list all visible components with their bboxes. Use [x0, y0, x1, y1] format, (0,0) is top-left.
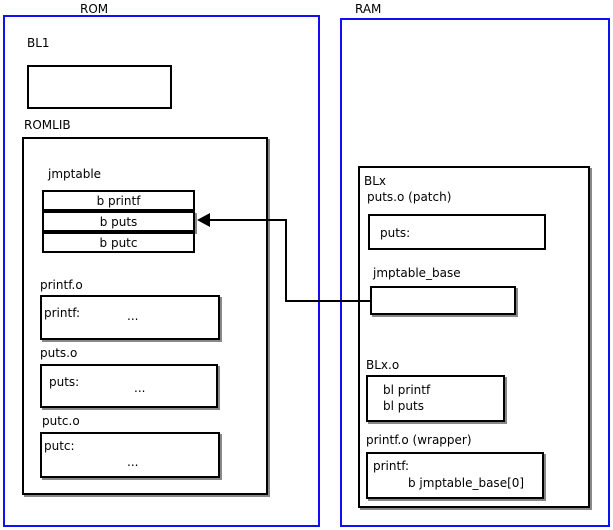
romlib-puts-o-label: puts.o [40, 346, 78, 360]
blx-label: BLx [364, 174, 387, 188]
connector-segment-top-horizontal [208, 219, 287, 221]
blx-o-box: bl printf bl puts [366, 375, 505, 422]
wrapper-symbol: printf: [373, 459, 410, 473]
romlib-printf-o-label: printf.o [40, 278, 83, 292]
rom-panel-label: ROM [80, 2, 109, 16]
wrapper-branch-instruction: b jmptable_base[0] [408, 476, 525, 490]
romlib-puts-o-symbol: puts: [49, 375, 80, 389]
jmptable-row-b-puts-text: b puts [99, 215, 138, 229]
jmptable-base-box [370, 286, 516, 315]
romlib-printf-o-ellipsis: ... [127, 309, 139, 323]
wrapper-box: printf: b jmptable_base[0] [366, 452, 544, 499]
romlib-label: ROMLIB [24, 118, 71, 132]
jmptable-row-b-puts: b puts [42, 211, 195, 232]
romlib-puts-o-ellipsis: ... [134, 381, 146, 395]
romlib-putc-o-ellipsis: ... [127, 455, 139, 469]
jmptable-row-b-putc-text: b putc [99, 236, 138, 250]
bl1-label: BL1 [27, 36, 50, 50]
blx-patch-box: puts: [368, 214, 546, 250]
romlib-printf-o-symbol: printf: [44, 306, 81, 320]
romlib-putc-o-box: putc: ... [40, 432, 220, 478]
bl1-box [27, 65, 172, 109]
jmptable-label: jmptable [48, 167, 102, 181]
rom-panel [3, 15, 320, 527]
blx-patch-label: puts.o (patch) [367, 190, 452, 204]
ram-panel [340, 18, 610, 527]
blx-o-line-bl-puts: bl puts [383, 399, 424, 413]
connector-segment-bottom-horizontal [285, 300, 372, 302]
connector-segment-vertical [285, 219, 287, 302]
romlib-puts-o-box: puts: ... [40, 364, 218, 408]
blx-patch-symbol: puts: [380, 226, 411, 240]
blx-o-label: BLx.o [366, 358, 400, 372]
jmptable-row-b-printf-text: b printf [96, 194, 141, 208]
jmptable-row-b-putc: b putc [42, 232, 195, 253]
romlib-putc-o-symbol: putc: [44, 439, 75, 453]
jmptable-base-label: jmptable_base [373, 266, 461, 280]
wrapper-label: printf.o (wrapper) [366, 433, 472, 447]
jmptable-row-b-printf: b printf [42, 190, 195, 211]
connector-arrowhead-icon [197, 213, 210, 227]
blx-o-line-bl-printf: bl printf [383, 383, 431, 397]
ram-panel-label: RAM [355, 2, 382, 16]
romlib-printf-o-box: printf: ... [40, 295, 220, 340]
romlib-putc-o-label: putc.o [42, 414, 80, 428]
